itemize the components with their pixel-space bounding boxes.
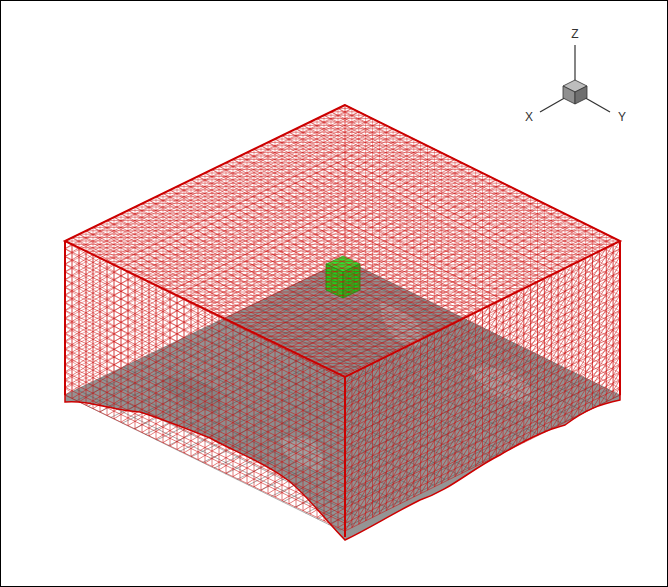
mesh-lines (345, 241, 620, 531)
mesh-lines (65, 260, 620, 530)
mesh-lines (65, 241, 345, 531)
axis-triad (540, 45, 610, 112)
box-edges (65, 105, 620, 540)
axis-label: X (525, 111, 533, 123)
axis-label: Z (571, 28, 578, 40)
green-block (326, 256, 360, 298)
front-wall-mesh (65, 105, 620, 531)
axis-label: Y (618, 111, 626, 123)
